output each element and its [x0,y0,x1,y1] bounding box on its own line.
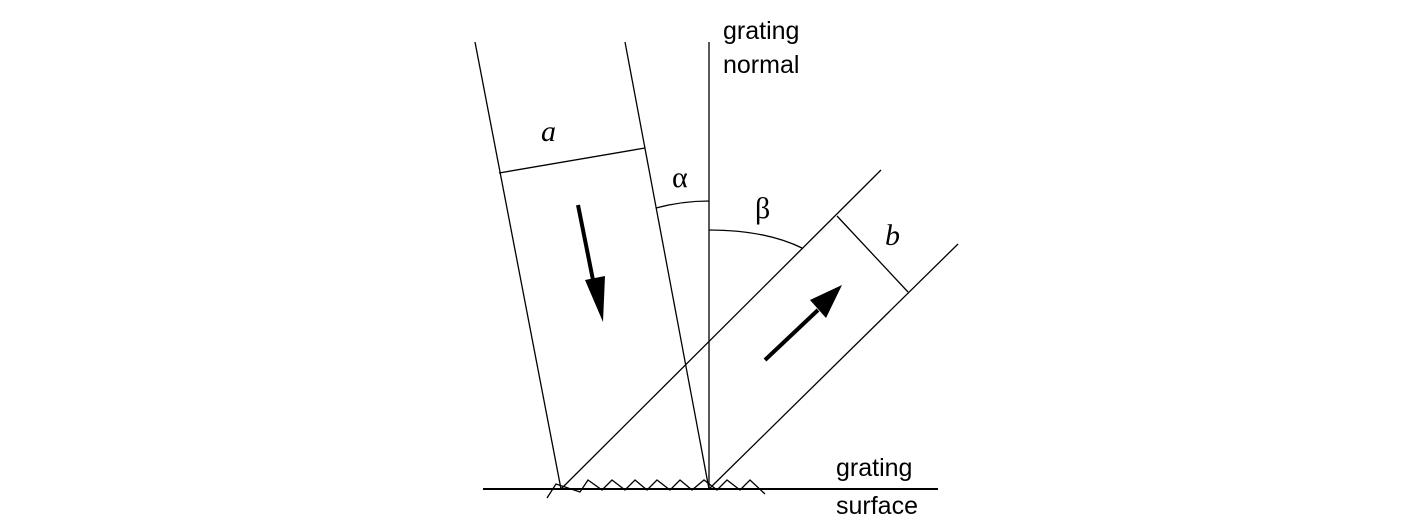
angle-beta-label: β [755,192,770,225]
incident-width-label: a [541,115,556,148]
grating-surface-label-line2: surface [836,492,918,520]
grating-normal-label-line2: normal [723,51,799,79]
incident-beam-right-edge [624,41,710,490]
diffracted-arrow-head [810,285,842,318]
diffracted-width-label: b [885,219,900,252]
incident-arrow-head [585,276,605,322]
angle-alpha-arc [655,200,710,209]
diffracted-beam-right-edge [708,243,959,490]
incident-arrow-shaft [576,204,597,291]
incident-beam [474,41,710,490]
diffracted-beam-width-line [836,215,909,293]
incident-beam-width-line [498,147,646,174]
grating-surface-label-line1: grating [836,454,912,482]
diffracted-beam-left-edge [560,169,882,490]
angle-beta-arc [708,229,803,249]
diffracted-beam [560,169,959,490]
angle-alpha-label: α [672,161,688,194]
grating-grooves [546,479,766,499]
incident-beam-left-edge [474,41,562,490]
diffracted-arrow-shaft [763,308,820,362]
grating-normal-label-line1: grating [723,17,799,45]
